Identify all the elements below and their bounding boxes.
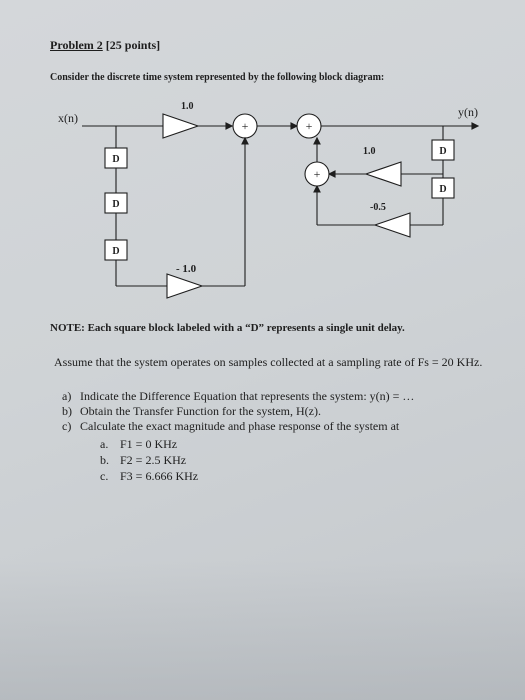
frequency-label: a. <box>100 437 109 451</box>
problem-points: [25 points] <box>105 38 161 52</box>
frequency-text: F1 = 0 KHz <box>120 437 178 451</box>
adder-symbol-3: + <box>314 167 321 181</box>
gain-label-bottom: - 1.0 <box>176 263 197 275</box>
input-label: x(n) <box>58 111 78 125</box>
arrow-head <box>313 184 321 193</box>
gain-triangle-forward <box>162 113 200 139</box>
question-label: a) <box>62 389 72 403</box>
gain-triangle-feedback-b <box>373 212 411 238</box>
problem-title: Problem 2 [25 points] <box>50 38 160 53</box>
question-text: Indicate the Difference Equation that re… <box>80 389 415 403</box>
gain-label-feedback-b: -0.5 <box>370 202 386 213</box>
frequency-text: F3 = 6.666 KHz <box>120 469 199 483</box>
question-text: Calculate the exact magnitude and phase … <box>80 419 400 433</box>
arrow-head <box>290 122 299 130</box>
page-shadow <box>0 560 525 700</box>
block-diagram: x(n) y(n) 1.0 1.0 -0.5 - 1.0 D D D D D +… <box>58 101 480 299</box>
frequency-label: c. <box>100 469 109 483</box>
delay-label-3: D <box>112 246 119 257</box>
gain-label-forward: 1.0 <box>181 101 194 112</box>
arrow-head <box>241 136 249 145</box>
frequency-item-3: c. F3 = 6.666 KHz <box>100 469 198 484</box>
frequency-item-2: b. F2 = 2.5 KHz <box>100 453 186 468</box>
gain-triangle-bottom <box>166 273 204 299</box>
arrow-head <box>471 122 480 130</box>
adder-symbol-1: + <box>242 119 249 133</box>
problem-intro: Consider the discrete time system repres… <box>50 72 385 83</box>
delay-label-4: D <box>439 146 446 157</box>
gain-label-feedback-a: 1.0 <box>363 146 376 157</box>
question-c: c) Calculate the exact magnitude and phas… <box>62 419 399 434</box>
question-b: b) Obtain the Transfer Function for the s… <box>62 404 321 419</box>
question-label: b) <box>62 404 72 418</box>
problem-number: Problem 2 <box>50 38 103 52</box>
note-text: NOTE: Each square block labeled with a “… <box>50 322 405 334</box>
question-a: a) Indicate the Difference Equation that … <box>62 389 414 404</box>
question-text: Obtain the Transfer Function for the sys… <box>80 404 321 418</box>
output-label: y(n) <box>458 105 478 119</box>
arrow-head <box>225 122 234 130</box>
adder-symbol-2: + <box>306 119 313 133</box>
frequency-text: F2 = 2.5 KHz <box>120 453 187 467</box>
gain-triangle-feedback-a <box>364 161 402 187</box>
assumption-text: Assume that the system operates on sampl… <box>54 355 483 369</box>
question-label: c) <box>62 419 72 433</box>
arrow-head <box>327 170 336 178</box>
delay-label-2: D <box>112 199 119 210</box>
frequency-item-1: a. F1 = 0 KHz <box>100 437 177 452</box>
frequency-label: b. <box>100 453 109 467</box>
delay-label-5: D <box>439 184 446 195</box>
arrow-head <box>313 136 321 145</box>
delay-label-1: D <box>112 154 119 165</box>
